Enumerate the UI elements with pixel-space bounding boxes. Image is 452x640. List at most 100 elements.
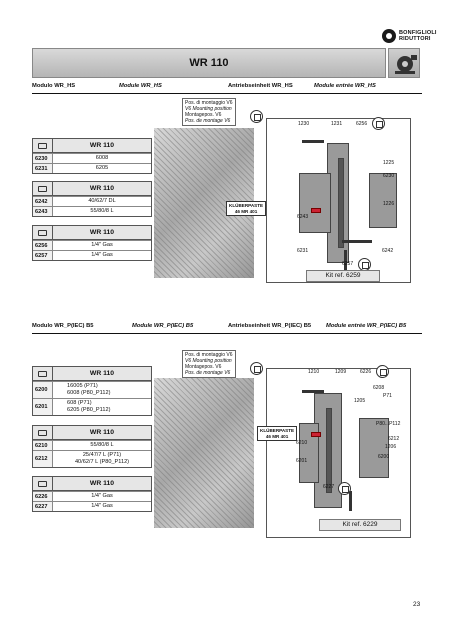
module-de: Antriebseinheit WR_HS [228, 83, 293, 89]
callout-label: 6242 [382, 248, 394, 254]
table-header: WR 110 [89, 142, 115, 149]
part-code: 6201 [33, 399, 53, 415]
part-desc: 55/80/8 L [90, 208, 114, 214]
table-header: WR 110 [89, 229, 115, 236]
callout-label: 1230 [298, 121, 310, 127]
part-desc: 6008 [95, 155, 109, 161]
title-bar: WR 110 [32, 48, 386, 78]
section2-module-row: Modulo WR_P(IEC) B5 Module WR_P(IEC) B5 … [32, 323, 422, 333]
callout-label: 1209 [335, 369, 347, 375]
mounting-v6-icon [250, 110, 263, 123]
callout-label: 6226 [360, 369, 372, 375]
table-row: 6256 1/4" Gas [33, 240, 151, 250]
callout-label: 1206 [385, 444, 397, 450]
part-desc: 1/4" Gas [91, 252, 113, 258]
part-desc: 608 (P71) 6205 (P80_P112) [67, 400, 111, 413]
part-code: 6210 [33, 441, 53, 450]
part-desc: 25/47/7 L (P71) 40/62/7 L (P80_P112) [74, 452, 130, 465]
part-code: 6231 [33, 164, 53, 173]
table-row: 6230 6008 [33, 153, 151, 163]
callout-label: 6230 [383, 173, 395, 179]
callout-label: 6227 [323, 484, 335, 490]
callout-label: 1225 [383, 160, 395, 166]
table-header: WR 110 [89, 370, 115, 377]
brand-line1: BONFIGLIOLI [399, 30, 437, 36]
table-header: WR 110 [89, 185, 115, 192]
module-fr: Module entrée WR_P(IEC) B5 [326, 323, 407, 329]
exploded-view-2: Pos. di montaggio V6 V6 Mounting positio… [154, 348, 411, 540]
callout-label: 6208 [373, 385, 385, 391]
gearbox-icon-box [388, 48, 420, 78]
part-code: 6257 [33, 251, 53, 260]
seal-icon [33, 426, 53, 439]
part-code: 6227 [33, 502, 53, 511]
part-desc: 1/4" Gas [91, 242, 113, 248]
plugs-table-1: WR 110 6256 1/4" Gas 6257 1/4" Gas [32, 225, 152, 261]
table-row: 6227 1/4" Gas [33, 501, 151, 511]
table-row: 6200 16005 (P71) 6008 (P80_P112) [33, 381, 151, 398]
brand-logo: BONFIGLIOLI RIDUTTORI [382, 29, 437, 43]
bearings-table-1: WR 110 6230 6008 6231 6205 [32, 138, 152, 174]
module-de: Antriebseinheit WR_P(IEC) B5 [228, 323, 312, 329]
callout-label: 6200 [378, 454, 390, 460]
table-row: 6201 608 (P71) 6205 (P80_P112) [33, 398, 151, 415]
callout-label: 6243 [297, 214, 309, 220]
part-code: 6230 [33, 154, 53, 163]
kit-reference: Kit ref. 6229 [319, 519, 401, 531]
part-code: 6200 [33, 382, 53, 398]
module-en: Module WR_HS [119, 83, 162, 89]
callout-label: 6231 [297, 248, 309, 254]
mounting-position-note: Pos. di montaggio V6 V6 Mounting positio… [182, 98, 236, 126]
part-desc: 16005 (P71) 6008 (P80_P112) [67, 383, 111, 396]
table-row: 6231 6205 [33, 163, 151, 173]
seal-icon [33, 182, 53, 195]
bearing-icon [33, 139, 53, 152]
brand-mark-icon [382, 29, 396, 43]
table-header: WR 110 [89, 429, 115, 436]
callout-label: 1205 [354, 398, 366, 404]
module-en: Module WR_P(IEC) B5 [132, 323, 194, 329]
mounting-v6-icon [250, 362, 263, 375]
part-desc: 6205 [95, 165, 109, 171]
gearbox-icon [395, 55, 417, 74]
plug-callout-icon [338, 482, 351, 495]
plug-icon [33, 226, 53, 239]
part-code: 6226 [33, 492, 53, 501]
callout-label: 1231 [331, 121, 343, 127]
section2-rule [32, 333, 422, 334]
callout-label: 6212 [388, 436, 400, 442]
mounting-position-note: Pos. di montaggio V6 V6 Mounting positio… [182, 350, 236, 378]
table-row: 6242 40/62/7 DL [33, 196, 151, 206]
section1-module-row: Modulo WR_HS Module WR_HS Antriebseinhei… [32, 83, 422, 93]
table-row: 6257 1/4" Gas [33, 250, 151, 260]
page-title: WR 110 [189, 57, 229, 69]
part-code: 6242 [33, 197, 53, 206]
klueber-note: KLÜBERPASTE 46 MR 401 [257, 426, 298, 441]
klueber-note: KLÜBERPASTE 46 MR 401 [226, 201, 267, 216]
page-number: 23 [413, 601, 421, 608]
part-code: 6256 [33, 241, 53, 250]
brand-line2: RIDUTTORI [399, 36, 431, 42]
plug-callout-icon [376, 365, 389, 378]
callout-label: 6210 [296, 440, 308, 446]
callout-label: 6201 [296, 458, 308, 464]
exploded-view-1: Pos. di montaggio V6 V6 Mounting positio… [154, 98, 411, 308]
callout-label: P80...P112 [376, 421, 401, 427]
bearing-icon [33, 367, 53, 380]
part-desc: 1/4" Gas [91, 503, 113, 509]
kit-reference: Kit ref. 6259 [306, 270, 380, 282]
callout-label: 6256 [356, 121, 368, 127]
module-it: Modulo WR_HS [32, 83, 76, 89]
callout-label: 6257 [342, 261, 354, 267]
plug-callout-icon [372, 117, 385, 130]
part-desc: 40/62/7 DL [88, 198, 116, 204]
callout-label: P71 [383, 393, 392, 399]
module-it: Modulo WR_P(IEC) B5 [32, 323, 94, 329]
